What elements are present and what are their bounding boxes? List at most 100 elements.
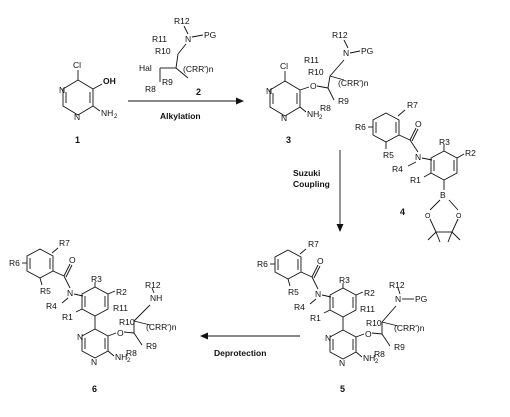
boronate-oxygen: O [425, 213, 431, 220]
substituent-r4: R4 [294, 302, 305, 312]
substituent-r10: R10 [308, 67, 324, 77]
hydroxyl-group: OH [103, 76, 116, 86]
ether-oxygen: O [310, 81, 317, 91]
substituent-r5: R5 [383, 150, 394, 160]
substituent-r4: R4 [46, 301, 57, 311]
compound-number-2: 2 [196, 87, 201, 97]
substituent-r10: R10 [119, 317, 135, 327]
chlorine-atom: Cl [280, 61, 288, 71]
substituent-r7: R7 [407, 100, 418, 110]
ring-nitrogen: N [339, 358, 345, 368]
compound-number-4: 4 [400, 207, 405, 217]
protecting-group: PG [204, 30, 216, 40]
nitrogen-atom: N [395, 294, 401, 304]
compound-number-6: 6 [92, 384, 97, 394]
step-label-deprotection: Deprotection [214, 348, 266, 358]
substituent-r5: R5 [288, 287, 299, 297]
compound-4: R7 R6 R5 O N R4 R3 R2 R1 B O O [355, 100, 476, 243]
substituent-r6: R6 [9, 258, 20, 268]
amine-group: NH [307, 109, 319, 119]
substituent-r12: R12 [145, 280, 161, 290]
ring-nitrogen: N [74, 112, 80, 122]
ring-nitrogen: N [266, 86, 272, 96]
compound-number-5: 5 [340, 384, 345, 394]
chain-repeat: (CRR')n [146, 322, 177, 332]
compound-number-1: 1 [75, 135, 80, 145]
step-label-coupling: Coupling [293, 179, 330, 189]
amide-nitrogen: N [67, 288, 73, 298]
amine-nh: NH [150, 293, 162, 303]
ether-oxygen: O [117, 328, 124, 338]
substituent-r1: R1 [410, 175, 421, 185]
substituent-r9: R9 [338, 96, 349, 106]
boronate-oxygen: O [456, 213, 462, 220]
substituent-r7: R7 [59, 238, 70, 248]
substituent-r11: R11 [304, 55, 319, 65]
carbonyl-oxygen: O [415, 119, 422, 129]
amine-subscript: 2 [114, 114, 118, 120]
substituent-r6: R6 [355, 122, 366, 132]
alkylation-arrow: Alkylation [128, 97, 244, 121]
carbonyl-oxygen: O [69, 255, 76, 265]
compound-3: Cl N N NH 2 O R8 R9 (CRR')n R11 R10 N R1… [266, 30, 373, 145]
nitrogen-atom: N [185, 34, 191, 44]
substituent-r1: R1 [62, 312, 73, 322]
ring-nitrogen: N [91, 357, 97, 367]
amine-group: NH [101, 108, 113, 118]
ether-oxygen: O [365, 329, 372, 339]
ring-nitrogen: N [325, 333, 331, 343]
amine-subscript: 2 [319, 115, 323, 121]
amine-group: NH [363, 353, 375, 363]
protecting-group: PG [361, 46, 373, 56]
amine-subscript: 2 [127, 358, 131, 364]
chain-repeat: (CRR')n [183, 64, 214, 74]
substituent-r9: R9 [146, 341, 157, 351]
ring-nitrogen: N [281, 113, 287, 123]
ring-nitrogen: N [59, 85, 65, 95]
substituent-r11: R11 [113, 303, 128, 313]
substituent-r2: R2 [465, 148, 476, 158]
substituent-r12: R12 [332, 30, 348, 40]
substituent-r8: R8 [320, 103, 331, 113]
boron-atom: B [440, 190, 446, 200]
amine-subscript: 2 [375, 359, 379, 365]
substituent-r12: R12 [174, 16, 190, 26]
chain-repeat: (CRR')n [338, 78, 369, 88]
substituent-r5: R5 [40, 286, 51, 296]
deprotection-arrow: Deprotection [200, 332, 300, 358]
substituent-r2: R2 [364, 288, 375, 298]
chain-repeat: (CRR')n [394, 323, 425, 333]
substituent-r4: R4 [392, 164, 403, 174]
substituent-r10: R10 [155, 46, 171, 56]
substituent-r8: R8 [126, 348, 137, 358]
substituent-r2: R2 [116, 287, 127, 297]
substituent-r1: R1 [310, 313, 321, 323]
compound-5: R7 R6 R5 O N R4 R3 R2 R1 N N NH 2 [257, 239, 427, 394]
amide-nitrogen: N [315, 289, 321, 299]
compound-number-3: 3 [286, 135, 291, 145]
protecting-group: PG [415, 294, 427, 304]
step-label-suzuki: Suzuki [293, 168, 320, 178]
nitrogen-atom: N [343, 48, 349, 58]
substituent-r3: R3 [339, 275, 350, 285]
substituent-r12: R12 [389, 280, 405, 290]
compound-1: Cl OH N N NH 2 1 [59, 60, 118, 145]
substituent-r3: R3 [91, 274, 102, 284]
substituent-r10: R10 [366, 318, 382, 328]
substituent-r3: R3 [439, 137, 450, 147]
substituent-r11: R11 [152, 34, 167, 44]
substituent-r7: R7 [308, 239, 319, 249]
chlorine-atom: Cl [73, 60, 81, 70]
amine-group: NH [115, 352, 127, 362]
substituent-r9: R9 [162, 77, 173, 87]
substituent-r9: R9 [394, 342, 405, 352]
amide-nitrogen: N [415, 152, 421, 162]
substituent-r11: R11 [360, 304, 375, 314]
ring-nitrogen: N [77, 332, 83, 342]
substituent-r8: R8 [145, 84, 156, 94]
compound-2: R12 N PG R11 R10 (CRR')n Hal R8 R9 2 [139, 16, 216, 97]
halide: Hal [139, 63, 152, 73]
substituent-r6: R6 [257, 259, 268, 269]
